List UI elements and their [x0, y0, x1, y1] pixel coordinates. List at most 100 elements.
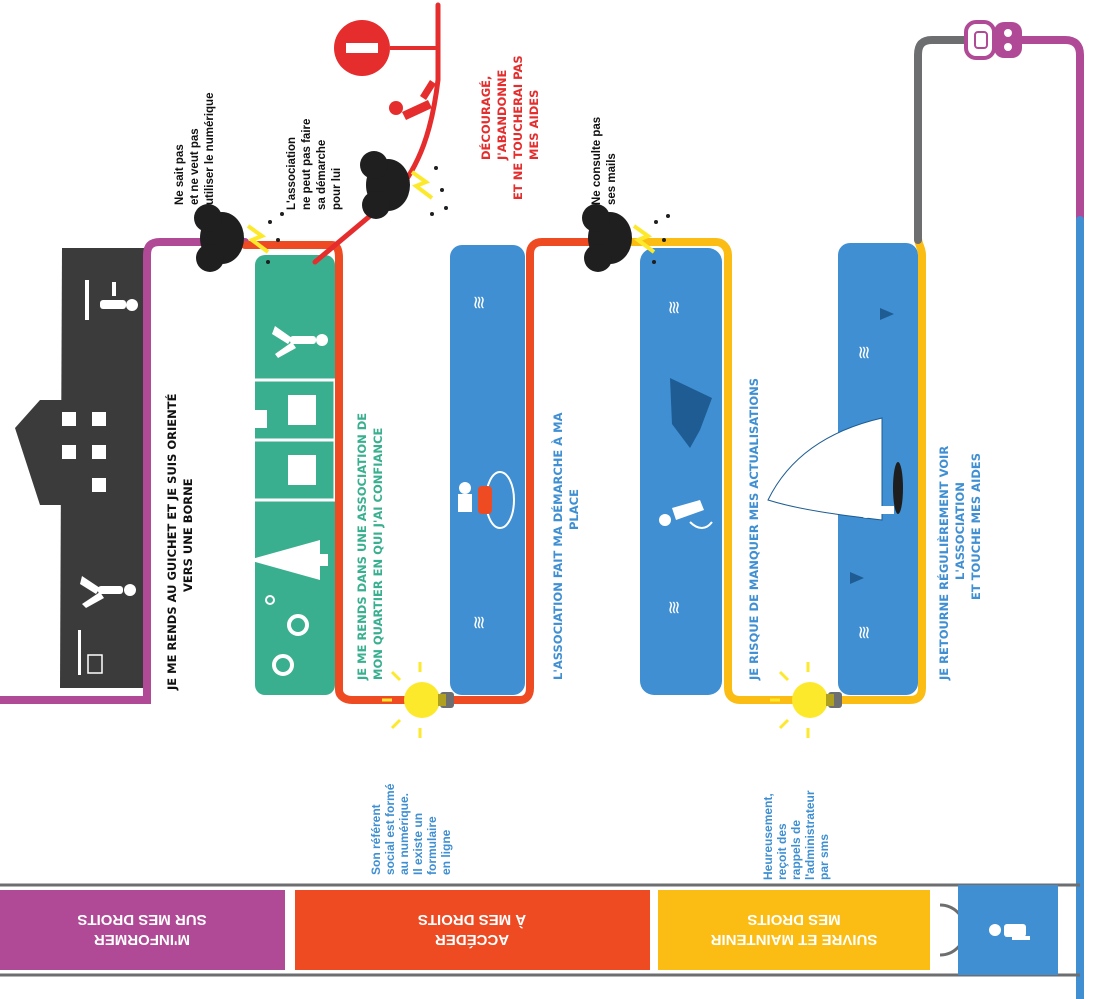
- stage-water-2: ≋ ≋: [640, 248, 722, 695]
- lightbulb-icon: [382, 662, 446, 738]
- tip-text-line: Il existe un: [411, 813, 425, 875]
- giveup-text: DÉCOURAGÉ, J'ABANDONNE ET NE TOUCHERAI P…: [478, 55, 541, 200]
- obstacle-text-line: utiliser le numérique: [204, 93, 216, 205]
- tip-text-line: Son référent: [369, 804, 383, 875]
- phase-label-informer: M'INFORMER SUR MES DROITS: [77, 911, 206, 948]
- phase-band-suivre: [658, 890, 930, 970]
- fish-icon: [880, 308, 894, 320]
- path-segment-acceder-2: [448, 238, 634, 704]
- tip-text-line: en ligne: [439, 829, 453, 875]
- phase-label-line: SUIVRE ET MAINTENIR: [710, 931, 877, 948]
- wave-icon: ≋: [469, 615, 489, 630]
- phase-label-line: MES DROITS: [747, 911, 840, 928]
- phase-band-informer: [0, 890, 285, 970]
- step-5-text: JE RETOURNE RÉGULIÈREMENT VOIR L'ASSOCIA…: [936, 446, 983, 681]
- tip-text-line: Heureusement,: [761, 793, 775, 880]
- house-window: [288, 395, 316, 425]
- path-segment-suivre: [626, 238, 832, 704]
- house-window: [255, 410, 267, 428]
- step-1-text: JE ME RENDS AU GUICHET ET JE SUIS ORIENT…: [164, 393, 195, 691]
- phase-label-line: À MES DROITS: [418, 911, 526, 928]
- storm-cloud-icon: [194, 204, 284, 272]
- tree-icon: [248, 540, 320, 580]
- step-text-line: ET TOUCHE MES AIDES: [969, 453, 983, 600]
- lifebuoy-swimmer-icon: [458, 471, 515, 529]
- giveup-text-line: MES AIDES: [527, 90, 541, 160]
- building-window: [92, 478, 106, 492]
- step-text-line: JE ME RENDS AU GUICHET ET JE SUIS ORIENT…: [164, 393, 179, 691]
- step-4-text: JE RISQUE DE MANQUER MES ACTUALISATIONS: [747, 378, 761, 681]
- tip-text-1: Son référent social est formé au numériq…: [369, 783, 453, 875]
- shark-icon: [670, 378, 712, 448]
- stage-guichet: [15, 248, 150, 688]
- phase-label-acceder: ACCÉDER À MES DROITS: [418, 911, 526, 948]
- tip-text-2: Heureusement, reçoit des rappels de l'ad…: [761, 790, 831, 880]
- storm-cloud-icon: [582, 204, 670, 272]
- fish-icon: [850, 572, 864, 584]
- step-text-line: JE RISQUE DE MANQUER MES ACTUALISATIONS: [747, 378, 761, 681]
- step-text-line: PLACE: [567, 489, 581, 530]
- stage-water-1: ≋ ≋: [450, 245, 525, 695]
- obstacle-note-2: L'association ne peut pas faire sa démar…: [286, 119, 343, 210]
- obstacle-text-line: ses mails: [606, 153, 618, 205]
- giveup-text-line: J'ABANDONNE: [495, 69, 509, 161]
- phase-label-line: SUR MES DROITS: [77, 911, 206, 928]
- step-text-line: JE ME RENDS DANS UNE ASSOCIATION DE: [355, 413, 369, 681]
- stage-water-3: ≋ ≋: [767, 243, 918, 695]
- kiosk-icon: [87, 654, 103, 674]
- house-window: [288, 455, 316, 485]
- step-text-line: L'ASSOCIATION: [953, 482, 967, 580]
- lamp-icon: [78, 630, 81, 675]
- phase-label-line: M'INFORMER: [94, 931, 190, 948]
- flower-icon: [287, 614, 309, 636]
- obstacle-text-line: ne peut pas faire: [301, 119, 313, 210]
- fallen-person-icon: [389, 80, 436, 120]
- phase-band-acceder: [295, 890, 650, 970]
- storm-cloud-icon: [360, 151, 448, 219]
- obstacle-note-1: Ne sait pas et ne veut pas utiliser le n…: [174, 93, 216, 205]
- step-2-text: JE ME RENDS DANS UNE ASSOCIATION DE MON …: [355, 413, 385, 681]
- swimmer-icon: [659, 500, 713, 529]
- building-window: [92, 445, 106, 459]
- step-text-line: VERS UNE BORNE: [181, 478, 195, 592]
- path-segment-purple-end: [1018, 36, 1084, 224]
- obstacle-note-3: Ne consulte pas ses mails: [591, 117, 618, 205]
- walking-person-icon: [272, 326, 328, 358]
- walking-person-icon: [80, 576, 136, 608]
- obstacle-text-line: pour lui: [331, 168, 343, 210]
- lightbulb-icon: [770, 662, 834, 738]
- water-panel: [450, 245, 525, 695]
- wave-icon: ≋: [664, 600, 684, 615]
- person-icon: [989, 924, 1030, 940]
- wave-icon: ≋: [854, 625, 874, 640]
- building-window: [62, 445, 76, 459]
- stage-association: [208, 255, 337, 695]
- tree-trunk: [318, 554, 328, 566]
- path-segment-informer: [0, 238, 249, 704]
- obstacle-text-line: sa démarche: [316, 140, 328, 210]
- tip-text-line: rappels de: [789, 820, 803, 880]
- wave-icon: ≋: [664, 300, 684, 315]
- stop-sign-icon: [334, 20, 438, 76]
- obstacle-text-line: Ne sait pas: [174, 144, 186, 205]
- obstacle-text-line: et ne veut pas: [189, 128, 201, 205]
- tip-text-line: formulaire: [425, 816, 439, 875]
- windsurfer-icon: [767, 417, 903, 521]
- step-text-line: MON QUARTIER EN QUI J'AI CONFIANCE: [371, 428, 385, 680]
- phase-bands: M'INFORMER SUR MES DROITS ACCÉDER À MES …: [0, 883, 1080, 977]
- water-panel: [640, 248, 722, 695]
- step-text-line: L'ASSOCIATION FAIT MA DÉMARCHE À MA: [550, 412, 565, 680]
- plug-icon: [964, 20, 1022, 60]
- tip-text-line: au numérique.: [397, 793, 411, 875]
- wave-icon: ≋: [469, 295, 489, 310]
- flower-icon: [265, 595, 275, 605]
- phase-label-suivre: SUIVRE ET MAINTENIR MES DROITS: [710, 911, 877, 948]
- step-text-line: JE RETOURNE RÉGULIÈREMENT VOIR: [936, 446, 951, 681]
- obstacle-text-line: L'association: [286, 137, 298, 210]
- wave-icon: ≋: [854, 345, 874, 360]
- tip-text-line: l'administrateur: [803, 790, 817, 880]
- giveup-text-line: ET NE TOUCHERAI PAS: [511, 55, 525, 200]
